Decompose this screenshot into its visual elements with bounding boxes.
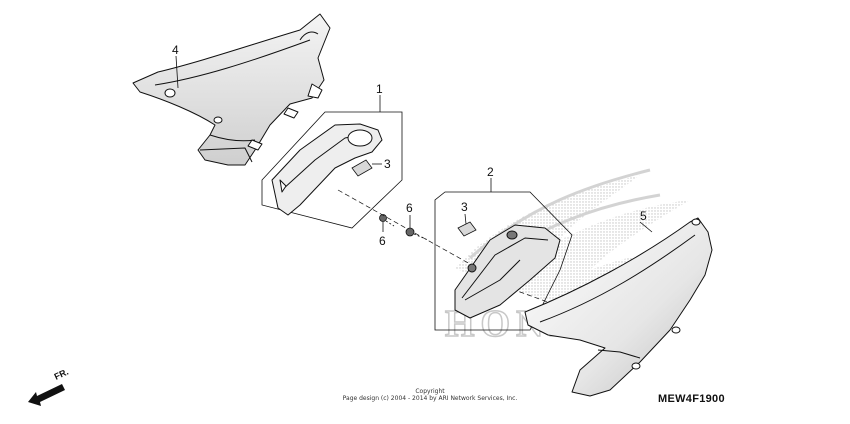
part-6a-screw (379, 214, 395, 227)
callout-2[interactable]: 2 (487, 165, 494, 179)
copyright-line-1: Copyright (415, 388, 445, 395)
leader-line-5 (639, 221, 653, 233)
callout-1[interactable]: 1 (376, 82, 383, 96)
part-2-inner-stay (454, 224, 561, 319)
part-4-inner-cover (132, 13, 331, 166)
part-3b-pad (457, 221, 477, 237)
callout-5[interactable]: 5 (640, 209, 647, 223)
copyright-notice: Copyright Page design (c) 2004 - 2014 by… (300, 388, 560, 402)
part-3a-pad (351, 159, 373, 177)
direction-label: FR. (53, 367, 70, 382)
callout-6b[interactable]: 6 (406, 201, 413, 215)
callout-3a[interactable]: 3 (384, 157, 391, 171)
part-1-bracket-frame (261, 111, 403, 229)
callout-4[interactable]: 4 (172, 43, 179, 57)
part-5-side-cover (524, 217, 713, 397)
part-1-inner-stay (271, 123, 383, 216)
copyright-line-2: Page design (c) 2004 - 2014 by ARI Netwo… (342, 395, 518, 402)
callout-3b[interactable]: 3 (461, 200, 468, 214)
leader-line-3b (464, 213, 467, 225)
front-direction-arrow-icon: FR. (28, 367, 70, 406)
assembly-dash-1 (337, 189, 621, 329)
diagram-code: MEW4F1900 (658, 393, 725, 405)
part-2-bracket-frame (434, 191, 573, 331)
leader-line-4 (175, 55, 179, 89)
callout-6a[interactable]: 6 (379, 234, 386, 248)
